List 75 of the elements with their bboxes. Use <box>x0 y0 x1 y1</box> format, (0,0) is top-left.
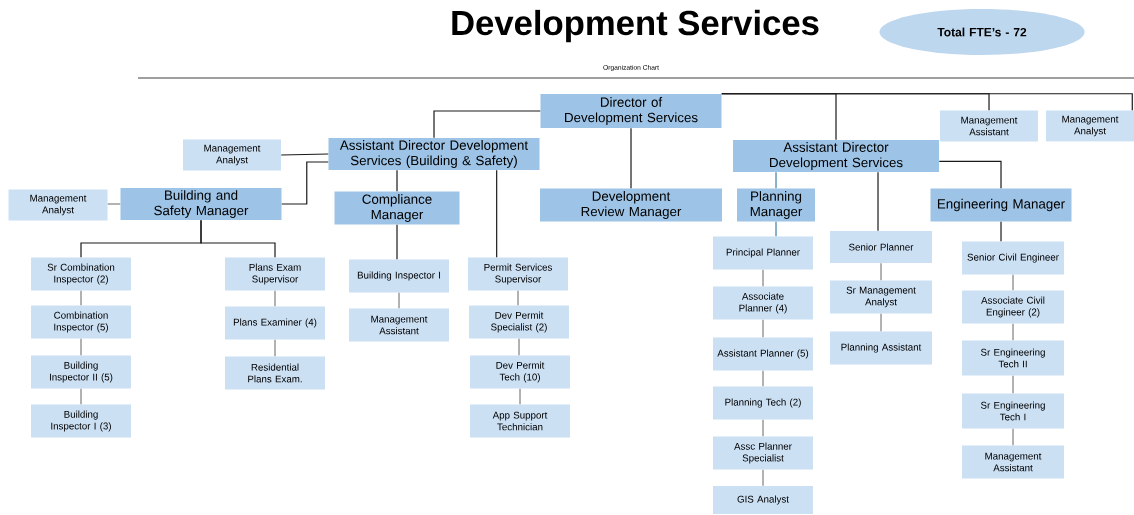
position-box: Associate Civil Engineer (2) <box>962 290 1064 324</box>
position-box: Management Assistant <box>940 110 1038 142</box>
connector-line <box>630 127 632 189</box>
position-box: Management Analyst <box>1046 110 1134 142</box>
position-box: Sr Engineering Tech II <box>962 340 1064 376</box>
position-box: Plans Exam Supervisor <box>225 257 325 291</box>
connector-line <box>721 93 1133 111</box>
connector-line <box>1012 274 1014 291</box>
manager-box: Compliance Manager <box>334 191 460 225</box>
connector-line <box>519 388 521 405</box>
connector-line <box>762 319 764 338</box>
position-box: Senior Planner <box>830 231 932 263</box>
position-box: Management Assistant <box>349 308 449 342</box>
position-box: Building Inspector I (3) <box>31 404 131 438</box>
connector-line <box>762 419 764 437</box>
manager-box: Engineering Manager <box>930 188 1072 222</box>
position-box: Permit Services Supervisor <box>468 257 568 291</box>
connector-line <box>517 290 519 306</box>
position-box: Sr Engineering Tech I <box>962 393 1064 429</box>
manager-box: Planning Manager <box>737 188 815 222</box>
position-box: Management Analyst <box>183 139 281 171</box>
position-box: Assc Planner Specialist <box>713 436 813 470</box>
connector-line <box>80 338 82 356</box>
position-box: GIS Analyst <box>713 486 813 514</box>
position-box: Planning Assistant <box>830 331 932 365</box>
position-box: Building Inspector I <box>349 259 449 293</box>
connector-line <box>880 262 882 281</box>
position-box: Building Inspector II (5) <box>31 355 131 389</box>
connector-line <box>762 469 764 487</box>
connector-line <box>762 269 764 287</box>
position-box: Management Analyst <box>8 189 108 221</box>
connector-line <box>880 313 882 332</box>
connector-line <box>398 292 400 309</box>
position-box: Planning Tech (2) <box>713 386 813 420</box>
manager-box: Assistant Director Development Services <box>733 140 939 172</box>
connector-line <box>518 338 520 356</box>
position-box: Sr Management Analyst <box>830 280 932 314</box>
connector-line <box>762 370 764 387</box>
title: Development Services <box>452 9 819 43</box>
position-box: Assistant Planner (5) <box>713 337 813 371</box>
connector-line <box>1000 221 1002 242</box>
manager-box: Director of Development Services <box>540 94 722 128</box>
position-box: Dev Permit Specialist (2) <box>469 305 569 339</box>
connector-line <box>1012 428 1014 446</box>
position-box: Combination Inspector (5) <box>31 305 131 339</box>
position-box: Sr Combination Inspector (2) <box>31 257 131 291</box>
manager-box: Building and Safety Manager <box>120 188 282 220</box>
connector-line <box>775 171 777 189</box>
position-box: Principal Planner <box>713 236 813 270</box>
connector-line <box>80 290 82 306</box>
manager-box: Development Review Manager <box>540 188 722 222</box>
connector-line <box>281 161 329 205</box>
position-box: Dev Permit Tech (10) <box>470 355 570 389</box>
position-box: Plans Examiner (4) <box>225 306 325 340</box>
connector-line <box>1012 375 1014 394</box>
position-box: App Support Technician <box>470 404 570 438</box>
connector-line <box>80 388 82 405</box>
connector-line <box>433 110 541 139</box>
connector-line <box>396 169 398 192</box>
connector-line <box>107 203 121 205</box>
position-box: Residential Plans Exam. <box>225 356 325 390</box>
connector-line <box>877 171 879 232</box>
position-box: Associate Planner (4) <box>713 286 813 320</box>
connector-line <box>938 160 1002 189</box>
connector-line <box>1012 323 1014 341</box>
connector-line <box>274 339 276 357</box>
connector-line <box>280 153 329 156</box>
connector-line <box>496 169 498 258</box>
position-box: Senior Civil Engineer <box>962 241 1064 275</box>
connector-line <box>200 219 276 258</box>
connector-line <box>274 290 276 307</box>
connector-line <box>396 224 398 260</box>
manager-box: Assistant Director Development Services (Building & Safety) <box>328 138 540 170</box>
position-box: Management Assistant <box>962 445 1064 479</box>
connector-line <box>775 221 777 237</box>
